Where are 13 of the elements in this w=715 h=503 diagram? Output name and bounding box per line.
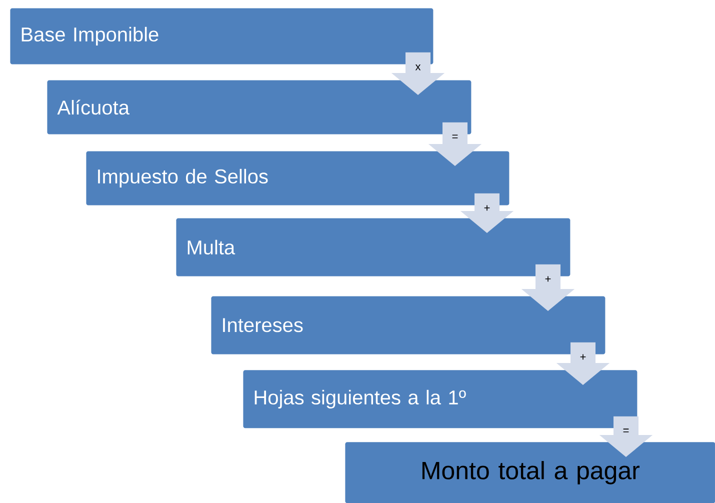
process-box: Alícuota bbox=[47, 80, 472, 134]
edge-label: = bbox=[452, 134, 458, 138]
edge-label: + bbox=[484, 205, 490, 211]
process-box: Hojas siguientes a la 1º bbox=[243, 370, 638, 428]
edge-label: x bbox=[415, 64, 421, 70]
edge-label: = bbox=[623, 428, 629, 432]
edge-label: + bbox=[580, 354, 586, 360]
process-box: Base Imponible bbox=[10, 8, 434, 64]
edge-label: + bbox=[545, 276, 551, 282]
process-box: Intereses bbox=[211, 296, 606, 354]
process-box: Impuesto de Sellos bbox=[86, 151, 510, 206]
process-box: Multa bbox=[176, 218, 570, 276]
process-box: Monto total a pagar bbox=[345, 442, 715, 503]
